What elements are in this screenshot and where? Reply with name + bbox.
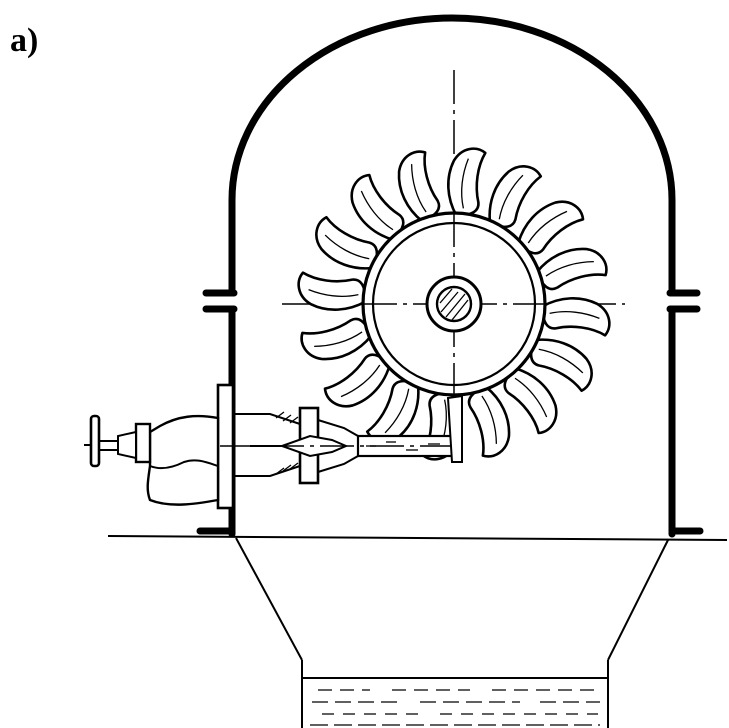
runner-bucket: [503, 366, 558, 435]
nozzle-assembly: [170, 383, 456, 510]
runner-bucket: [541, 297, 611, 337]
runner-bucket: [350, 173, 405, 242]
inlet-pipe: [84, 414, 220, 506]
tailrace-pit: [235, 537, 669, 728]
runner-bucket: [535, 247, 608, 291]
nozzle-section-hatching: [275, 411, 299, 475]
runner-bucket: [365, 379, 420, 443]
housing-dome: [228, 14, 676, 294]
runner-bucket: [397, 150, 441, 223]
valve-flange: [134, 422, 152, 464]
runner-wheel: [361, 211, 547, 397]
inlet-elbow: [146, 414, 220, 506]
pit-left-slope: [235, 537, 303, 661]
valve-handwheel: [89, 414, 101, 468]
inlet-elbow-contour: [149, 459, 219, 470]
runner-bucket: [529, 338, 593, 393]
runner-bucket: [447, 147, 487, 217]
runner-bucket: [297, 271, 367, 311]
runner-bucket: [516, 200, 585, 255]
valve-bonnet: [117, 430, 137, 460]
figure-label: a): [10, 22, 39, 59]
shaft-section-hatching: [439, 288, 469, 321]
runner-bucket: [323, 353, 392, 408]
runner-bucket: [315, 215, 379, 270]
runner-bucket: [300, 317, 373, 361]
runner-bucket: [488, 165, 543, 229]
runner-bucket: [467, 385, 511, 458]
floor-line: [107, 535, 728, 541]
water-hatching: [310, 689, 600, 726]
runner-shaft: [435, 285, 473, 323]
jet-deflector: [446, 394, 463, 463]
pit-right-slope: [607, 539, 669, 661]
